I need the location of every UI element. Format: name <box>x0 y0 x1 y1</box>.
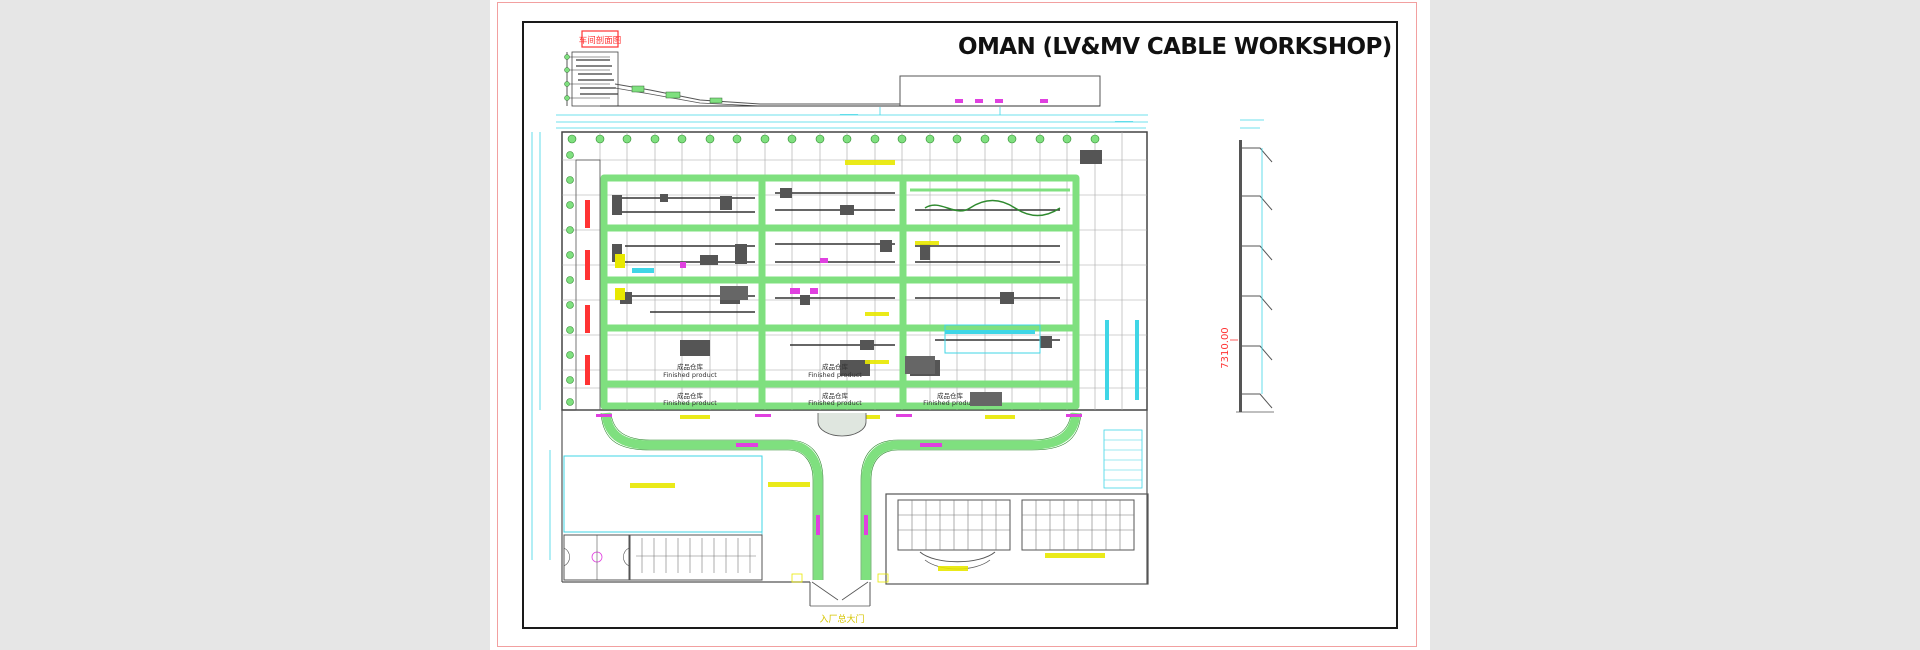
road-edges <box>600 412 1082 580</box>
parking-area <box>1103 429 1143 489</box>
lower-right-site <box>885 493 1149 585</box>
finished-product-areas: 成品仓库 Finished product 成品仓库 Finished prod… <box>663 362 977 407</box>
cable-reel-label <box>768 482 810 487</box>
column-axis-markers <box>567 134 1100 144</box>
office-label <box>1045 553 1105 558</box>
entrance-loop <box>817 413 867 437</box>
section-detail: 7310.00 <box>1220 119 1274 413</box>
section-dimension-label: 7310.00 <box>1220 327 1231 368</box>
dormitory-rooms <box>636 538 756 573</box>
elevation-tower <box>571 51 619 107</box>
outdoor-storage-label <box>630 483 675 488</box>
canteen-label <box>938 566 968 571</box>
finished-product-label-3: Finished product <box>663 399 717 407</box>
workshop-section-elevation: 车间剖面图 <box>564 30 1101 107</box>
elevation-equipment <box>576 59 618 95</box>
finished-product-label-2: Finished product <box>808 371 862 379</box>
row-axis-markers <box>566 151 574 406</box>
finished-product-label-4: Finished product <box>808 399 862 407</box>
basketball-court <box>563 534 630 581</box>
external-roads <box>601 412 1081 580</box>
svg-text:成品仓库: 成品仓库 <box>677 362 704 371</box>
office-strip <box>575 159 601 411</box>
office-room-grid <box>898 500 1134 550</box>
office-strip-labels <box>585 200 590 385</box>
area-labels-yellow <box>680 160 1015 419</box>
dormitory-building <box>629 534 763 581</box>
section-roof-bays <box>1242 147 1273 409</box>
parking-stalls <box>1104 439 1142 481</box>
svg-text:______: ______ <box>1114 115 1134 122</box>
elevation-markers <box>564 54 570 101</box>
section-column <box>1239 140 1242 412</box>
gate-label: 入厂总大门 <box>819 613 864 625</box>
outdoor-storage-area <box>563 455 763 533</box>
equipment-yellow-parts <box>615 254 625 300</box>
elevation-conveyor <box>614 83 900 105</box>
elevation-marks <box>955 99 1048 103</box>
section-label: 车间剖面图 <box>579 35 622 46</box>
stranding-line <box>924 199 1061 217</box>
main-gate: 入厂总大门 <box>791 573 889 625</box>
svg-text:______: ______ <box>839 108 859 115</box>
equipment-highlights <box>680 258 828 294</box>
svg-text:成品仓库: 成品仓库 <box>822 391 849 400</box>
workshop-outline <box>561 131 1148 411</box>
equipment-cyan-parts <box>632 268 1139 400</box>
svg-text:成品仓库: 成品仓库 <box>677 391 704 400</box>
svg-text:成品仓库: 成品仓库 <box>822 362 849 371</box>
extrusion-line-box <box>944 324 1041 354</box>
drawing-frame <box>522 21 1398 629</box>
dimension-lines <box>531 107 1148 560</box>
production-equipment <box>615 192 1060 346</box>
road-markings <box>596 414 1082 535</box>
finished-product-label-1: Finished product <box>663 371 717 379</box>
internal-roads <box>600 174 1080 410</box>
elevation-levels <box>565 56 610 99</box>
section-label-box <box>581 30 619 48</box>
finished-product-label-5: Finished product <box>923 399 977 407</box>
drawing-title: OMAN (LV&MV CABLE WORKSHOP) <box>958 34 1392 60</box>
storage-racks <box>720 286 1002 406</box>
dimension-values: ______ ______ <box>839 108 1134 122</box>
canteen-arc <box>919 551 996 563</box>
svg-text:成品仓库: 成品仓库 <box>937 391 964 400</box>
sheet-border <box>497 2 1417 647</box>
